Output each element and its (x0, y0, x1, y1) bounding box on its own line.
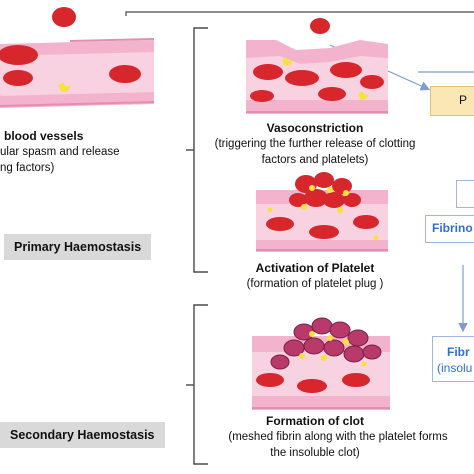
right-box-top: P (430, 86, 474, 116)
red-blood-cell (109, 65, 141, 83)
red-blood-cell (3, 70, 33, 86)
top-connector-line (125, 11, 474, 16)
formation-line1: (meshed fibrin along with the platelet f… (228, 431, 448, 443)
insolu-text: (insolu (437, 361, 473, 375)
vasoconstriction-line1: (triggering the further release of clott… (214, 138, 416, 150)
fibr-text: Fibr (447, 345, 470, 359)
primary-haemostasis-label: Primary Haemostasis (4, 234, 152, 260)
left-vessel-illustration (0, 7, 155, 108)
right-box-top-text: P (459, 93, 468, 107)
left-line3: ng factors) (0, 162, 55, 174)
left-line2: ular spasm and release (0, 146, 120, 158)
activation-line1: (formation of platelet plug ) (246, 278, 384, 290)
red-blood-cell (52, 7, 76, 27)
red-blood-cell (0, 45, 38, 65)
right-box-fibrin: Fibr (insolu (432, 336, 474, 382)
platelet (58, 82, 71, 92)
activation-title: Activation of Platelet (255, 261, 375, 275)
right-box-fibrino: Fibrino (425, 215, 474, 243)
right-box-middle (456, 180, 474, 208)
clot-formation-illustration (252, 317, 390, 410)
vasoconstriction-illustration (246, 18, 388, 114)
fibrino-text: Fibrino (432, 221, 473, 235)
vasoconstriction-line2: factors and platelets) (261, 154, 369, 166)
formation-title: Formation of clot (266, 414, 364, 428)
left-title: blood vessels (4, 129, 84, 143)
vasoconstriction-title: Vasoconstriction (266, 121, 364, 135)
secondary-haemostasis-label: Secondary Haemostasis (0, 422, 165, 448)
formation-line2: the insoluble clot) (270, 447, 360, 459)
platelet-activation-illustration (256, 172, 388, 252)
